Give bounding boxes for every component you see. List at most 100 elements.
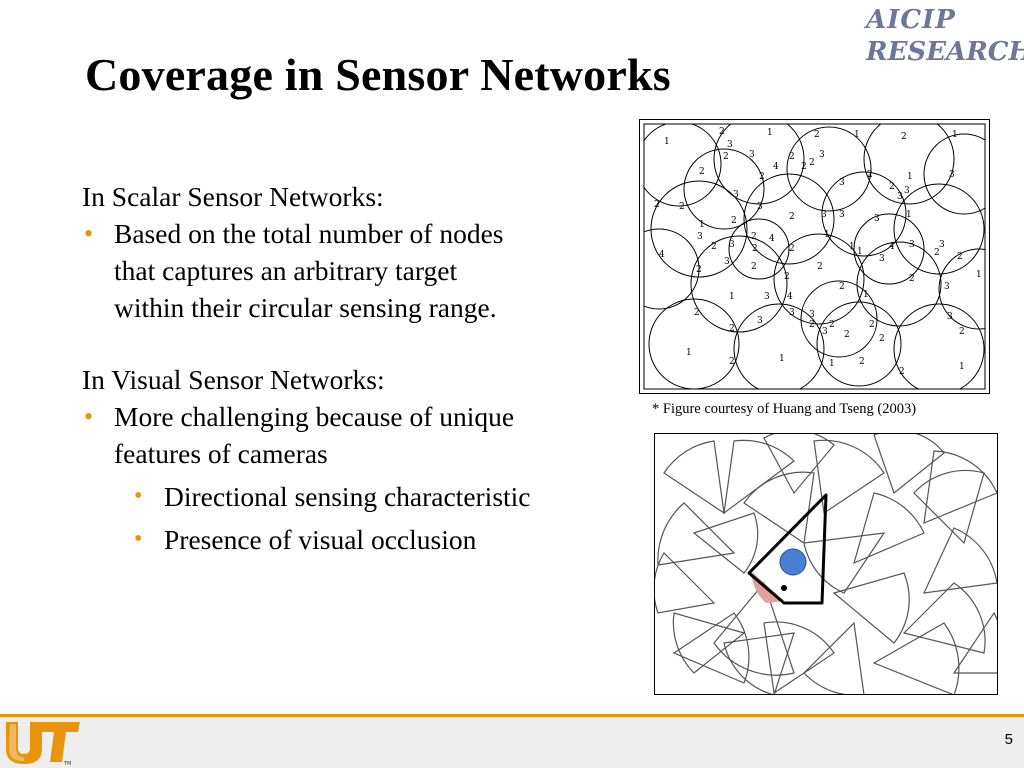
coverage-count-label: 2 [751,232,757,242]
sensing-circle [786,126,872,212]
sensing-circle [816,301,902,387]
logo-line-1: AICIP [866,5,956,35]
camera-sectors [655,434,997,694]
coverage-count-label: 1 [664,137,670,147]
coverage-count-label: 2 [801,162,807,172]
sensing-circle [856,241,942,327]
sensing-circle [773,233,865,325]
coverage-count-label: 2 [829,320,835,330]
coverage-count-label: 1 [863,290,869,300]
coverage-count-label: 3 [809,310,815,320]
sub-bullet-occlusion: Presence of visual occlusion [82,521,642,558]
coverage-count-label: 4 [769,234,775,244]
ut-logo-icon: TM [6,722,80,766]
coverage-count-label: 2 [789,152,795,162]
coverage-count-label: 1 [959,362,965,372]
sub-bullet-directional: Directional sensing characteristic [82,478,642,515]
coverage-count-label: 3 [904,186,910,196]
coverage-count-label: 2 [751,262,757,272]
coverage-count-label: 2 [694,308,700,318]
coverage-count-label: 3 [729,240,735,250]
coverage-count-label: 3 [839,178,845,188]
bullet-line: Based on the total number of nodes [114,218,504,249]
coverage-count-label: 3 [757,202,763,212]
coverage-count-label: 1 [829,359,835,369]
slide-title: Coverage in Sensor Networks [85,49,671,100]
coverage-count-label: 3 [874,214,880,224]
coverage-count-label: 2 [729,357,735,367]
coverage-count-label: 1 [857,247,863,257]
visual-coverage-figure [654,433,998,695]
coverage-count-label: 2 [959,327,965,337]
coverage-count-label: 2 [654,200,660,210]
footer-bar [0,717,1024,768]
sensing-circle [893,303,985,389]
sensing-circle [821,171,907,257]
coverage-count-label: 3 [757,316,763,326]
coverage-count-label: 3 [764,292,770,302]
sensing-circle [683,148,765,230]
coverage-count-label: 3 [789,308,795,318]
coverage-count-label: 2 [759,172,765,182]
coverage-count-label: 1 [976,270,982,280]
coverage-count-label: 4 [787,292,793,302]
logo-line-2: RESEARCH [866,37,1024,67]
coverage-count-label: 2 [784,272,790,282]
coverage-count-label: 1 [907,172,913,182]
coverage-count-label: 1 [729,292,735,302]
coverage-count-label: 3 [839,210,845,220]
coverage-count-label: 1 [824,230,830,240]
coverage-count-label: 1 [767,128,773,138]
bullet-scalar-definition: Based on the total number of nodes that … [82,215,642,326]
coverage-count-label: 3 [944,282,950,292]
sensing-circle [923,133,985,215]
coverage-count-label: 2 [711,242,717,252]
sensing-circle [853,213,925,285]
sensing-circle [893,183,985,275]
bullet-line: More challenging because of unique [114,401,515,432]
coverage-count-label: 2 [859,357,865,367]
coverage-count-label: 2 [809,158,815,168]
coverage-count-label: 2 [814,130,820,140]
coverage-count-label: 3 [749,150,755,160]
coverage-count-label: 2 [789,244,795,254]
coverage-count-label: 2 [909,274,915,284]
coverage-count-label: 3 [822,327,828,337]
coverage-count-label: 2 [809,320,815,330]
coverage-count-label: 2 [817,262,823,272]
sensing-circle [713,124,805,205]
aicip-research-logo: AICIP RESEARCH [866,4,1024,68]
target-object [779,548,807,576]
sensing-circle [648,298,740,389]
coverage-count-label: 2 [729,324,735,334]
coverage-count-label: 1 [854,130,860,140]
coverage-count-label: 3 [733,190,739,200]
coverage-count-label: 2 [889,182,895,192]
coverage-count-label: 1 [686,348,692,358]
coverage-count-label: 2 [879,334,885,344]
sensing-circle [644,228,700,310]
sensing-circle [743,173,835,265]
coverage-count-label: 3 [909,240,915,250]
coverage-count-label: 3 [897,192,903,202]
coverage-count-label: 2 [789,212,795,222]
page-number: 5 [1004,731,1013,748]
coverage-count-label: 3 [821,210,827,220]
coverage-count-label: 3 [939,240,945,250]
coverage-count-label: 3 [724,257,730,267]
coverage-count-label: 2 [957,252,963,262]
coverage-count-label: 2 [839,282,845,292]
slide-body: In Scalar Sensor Networks: Based on the … [82,178,642,558]
coverage-count-label: 1 [779,354,785,364]
coverage-count-label: 3 [879,254,885,264]
coverage-count-label: 2 [901,132,907,142]
svg-text:TM: TM [63,761,71,766]
sensing-circle [728,218,790,280]
coverage-count-label: 3 [819,150,825,160]
section-heading-visual: In Visual Sensor Networks: [82,364,385,395]
coverage-count-label: 3 [949,170,955,180]
coverage-count-label: 3 [947,312,953,322]
coverage-count-label: 2 [699,167,705,177]
coverage-count-label: 2 [731,216,737,226]
